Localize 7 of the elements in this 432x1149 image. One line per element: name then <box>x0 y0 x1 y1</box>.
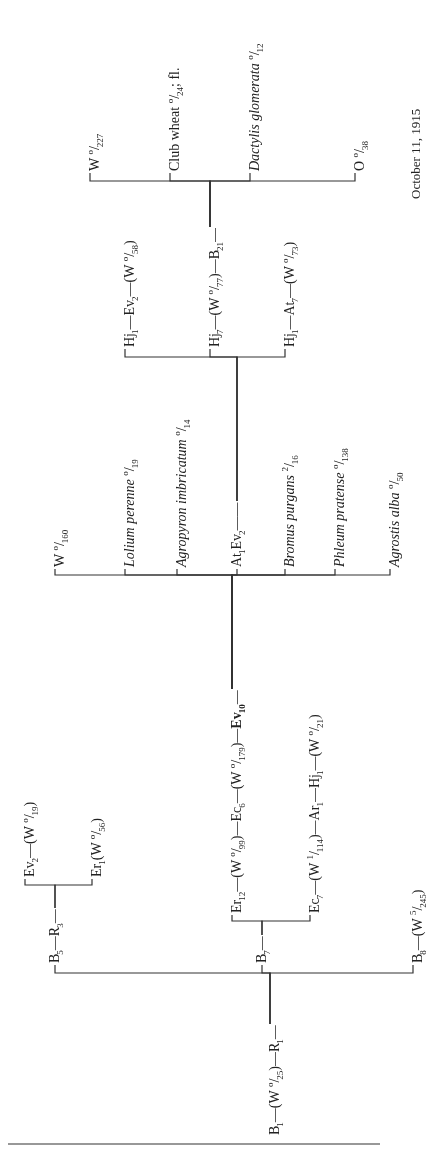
connector-line <box>269 964 414 1025</box>
date-text: October 11, 1915 <box>408 108 424 199</box>
connector-line <box>261 914 311 936</box>
connector-line <box>54 878 93 909</box>
connector-line <box>209 172 356 228</box>
connector-line <box>231 568 391 690</box>
connector-line <box>236 348 286 502</box>
